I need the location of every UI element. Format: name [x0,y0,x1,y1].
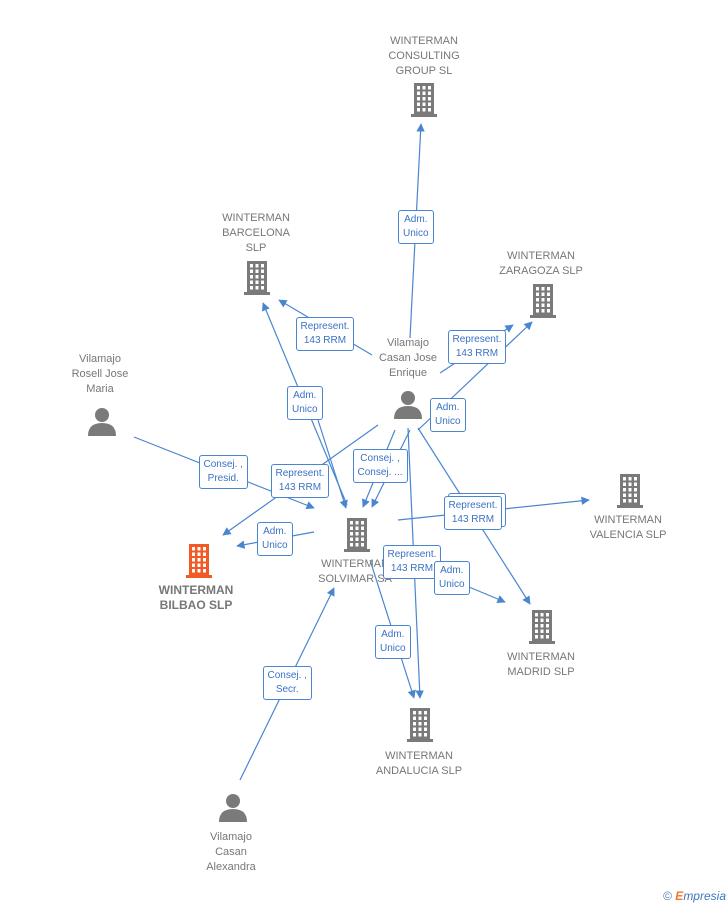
building-icon[interactable] [411,83,437,117]
building-icon[interactable] [186,544,212,578]
node-label-bilbao[interactable]: WINTERMAN BILBAO SLP [158,583,234,612]
brand-footer: © Empresia [663,889,726,903]
node-label-madrid[interactable]: WINTERMAN MADRID SLP [507,651,575,678]
edge-label-e7[interactable]: Represent. 143 RRM [270,464,330,498]
building-icon[interactable] [529,610,555,644]
person-icon[interactable] [394,391,422,419]
edge-label-e12[interactable]: Adm. Unico [434,561,470,595]
edge-label-e13[interactable]: Adm. Unico [375,625,411,659]
edge-label-e5[interactable]: Adm. Unico [430,398,466,432]
building-icon[interactable] [617,474,643,508]
edge-label-e6[interactable]: Consej. , Presid. [198,455,248,489]
node-label-solvimar[interactable]: WINTERMAN SOLVIMAR SA [318,558,392,585]
node-label-alexandra[interactable]: Vilamajo Casan Alexandra [206,831,256,873]
node-label-enrique[interactable]: Vilamajo Casan Jose Enrique [378,337,438,379]
building-icon[interactable] [530,284,556,318]
person-icon[interactable] [88,408,116,436]
edge-label-e2[interactable]: Represent. 143 RRM [295,317,355,351]
node-label-zaragoza[interactable]: WINTERMAN ZARAGOZA SLP [499,250,583,277]
node-label-rosell[interactable]: Vilamajo Rosell Jose Maria [71,353,129,395]
node-label-valencia[interactable]: WINTERMAN VALENCIA SLP [589,514,667,541]
person-icon[interactable] [219,794,247,822]
node-icons [88,83,643,822]
building-icon[interactable] [344,518,370,552]
edge-line [317,419,348,509]
edge-label-e3[interactable]: Represent. 143 RRM [447,330,507,364]
building-icon[interactable] [244,261,270,295]
node-label-barcelona[interactable]: WINTERMAN BARCELONA SLP [222,212,290,254]
edge-label-e8[interactable]: Consej. , Consej. ... [352,449,408,483]
node-label-andalucia[interactable]: WINTERMAN ANDALUCIA SLP [375,750,463,777]
building-icon[interactable] [407,708,433,742]
copyright-icon: © [663,889,672,903]
edge-label-e9[interactable]: Represent. 143 RRM [443,496,503,530]
edge-label-e1[interactable]: Adm. Unico [398,210,434,244]
brand-logo-text: mpresia [683,889,726,903]
edge-label-e4[interactable]: Adm. Unico [287,386,323,420]
edge-label-e14[interactable]: Consej. , Secr. [262,666,312,700]
node-label-consulting[interactable]: WINTERMAN CONSULTING GROUP SL [388,35,460,77]
brand-logo-initial: E [675,889,684,903]
edge-label-e11[interactable]: Represent. 143 RRM [382,545,442,579]
edge-label-e10[interactable]: Adm. Unico [257,522,293,556]
